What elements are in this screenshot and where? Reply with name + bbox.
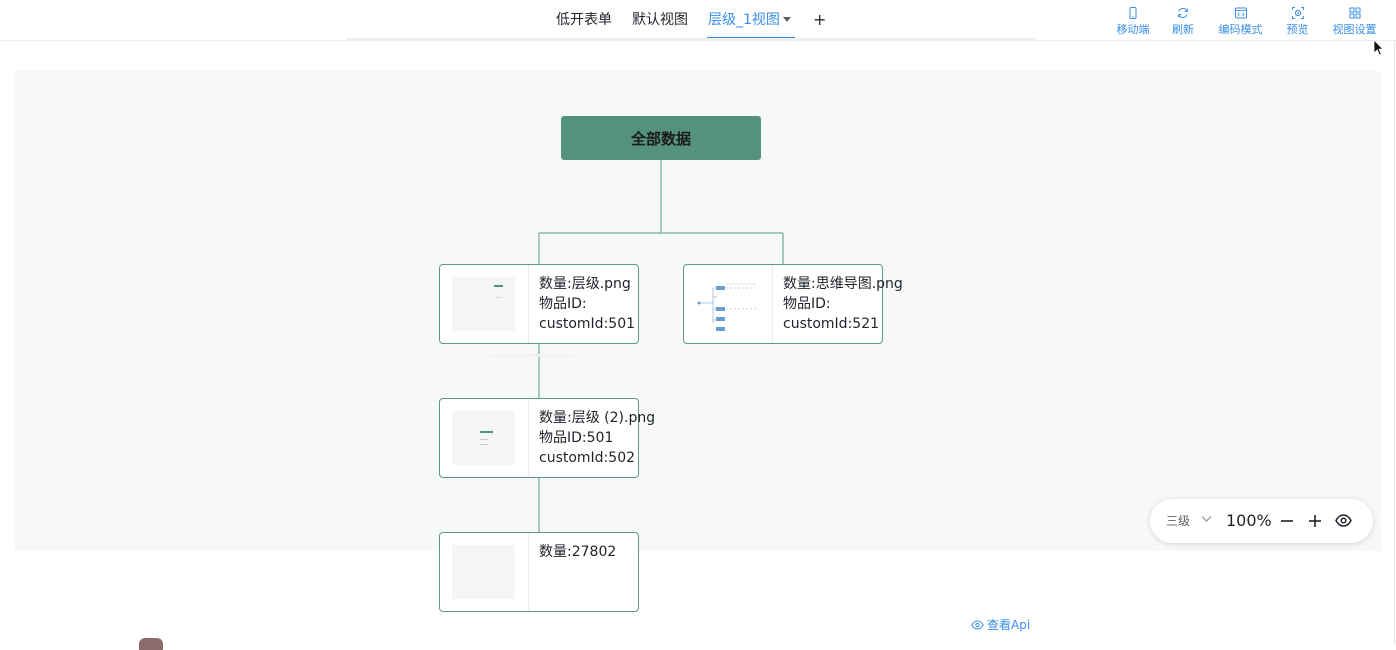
node-item-id: 物品ID: xyxy=(783,296,831,312)
preview-button[interactable]: 预览 xyxy=(1285,6,1310,40)
view-settings-label: 视图设置 xyxy=(1332,23,1377,36)
node-thumbnail xyxy=(440,399,529,477)
tree-node-card[interactable]: 数量:层级 (2).png 物品ID:501 customId:502 xyxy=(439,398,656,478)
node-item-id: 物品ID: xyxy=(539,296,587,312)
tree-connectors xyxy=(538,160,784,533)
card-shadow xyxy=(458,354,608,357)
eye-icon xyxy=(971,620,984,630)
node-thumbnail xyxy=(440,265,529,343)
panel-edge xyxy=(1394,41,1395,644)
eye-icon[interactable] xyxy=(1335,514,1352,527)
chevron-down-icon[interactable] xyxy=(1201,515,1212,523)
node-custom-id: customId:501 xyxy=(539,316,636,332)
mobile-icon xyxy=(1129,7,1137,19)
node-item-id: 物品ID:501 xyxy=(539,430,614,446)
grid-settings-icon xyxy=(1349,7,1360,19)
tab-hierarchy-view[interactable]: 层级_1视图 xyxy=(708,12,780,28)
tab-dropdown-caret-icon[interactable] xyxy=(783,17,791,22)
node-quantity: 数量:层级 (2).png xyxy=(539,410,656,426)
preview-label: 预览 xyxy=(1286,23,1309,36)
tab-lowcode-form[interactable]: 低开表单 xyxy=(556,12,612,28)
refresh-button[interactable]: 刷新 xyxy=(1171,6,1195,40)
tree-node-card[interactable]: 数量:思维导图.png 物品ID: customId:521 xyxy=(683,264,903,344)
node-thumbnail xyxy=(684,265,773,343)
add-view-button[interactable]: + xyxy=(813,10,827,29)
view-api-label: 查看Api xyxy=(987,618,1031,632)
mobile-button[interactable]: 移动端 xyxy=(1115,6,1151,40)
zoom-control: 三级 100% xyxy=(1150,499,1373,543)
node-thumbnail xyxy=(440,533,529,611)
view-api-link[interactable]: 查看Api xyxy=(971,617,1030,633)
mouse-pointer-icon xyxy=(1373,39,1384,56)
mobile-label: 移动端 xyxy=(1116,23,1150,36)
refresh-icon xyxy=(1178,8,1188,18)
root-node[interactable]: 全部数据 xyxy=(561,116,761,160)
view-settings-button[interactable]: 视图设置 xyxy=(1330,6,1379,40)
level-select[interactable]: 三级 xyxy=(1166,514,1191,528)
zoom-in-icon[interactable] xyxy=(1308,514,1322,528)
header-divider xyxy=(0,40,1396,41)
zoom-out-icon[interactable] xyxy=(1280,514,1294,528)
preview-icon xyxy=(1291,7,1304,19)
mind-map-thumbnail xyxy=(697,283,756,331)
view-tab-bar: 低开表单 默认视图 层级_1视图 + 移动端 刷新 编码模式 预览 视图设置 xyxy=(0,0,1396,41)
node-custom-id: customId:521 xyxy=(783,316,880,332)
tree-node-card[interactable]: 数量:27802 xyxy=(439,532,639,612)
hierarchy-canvas[interactable]: 全部数据 数量:层级.png 物品ID: customId:501 xyxy=(15,71,1381,612)
refresh-label: 刷新 xyxy=(1172,23,1194,36)
zoom-percentage: 100% xyxy=(1226,511,1272,530)
code-mode-button[interactable]: 编码模式 xyxy=(1216,6,1265,40)
code-icon xyxy=(1234,7,1247,19)
node-quantity: 数量:27802 xyxy=(539,544,617,560)
tab-default-view[interactable]: 默认视图 xyxy=(632,12,688,28)
tree-node-card[interactable]: 数量:层级.png 物品ID: customId:501 xyxy=(439,264,639,344)
node-quantity: 数量:层级.png xyxy=(539,276,631,292)
avatar[interactable] xyxy=(139,638,163,650)
node-quantity: 数量:思维导图.png xyxy=(783,276,903,292)
tab-strip-divider xyxy=(346,38,1036,40)
node-custom-id: customId:502 xyxy=(539,450,636,466)
code-mode-label: 编码模式 xyxy=(1218,23,1263,36)
